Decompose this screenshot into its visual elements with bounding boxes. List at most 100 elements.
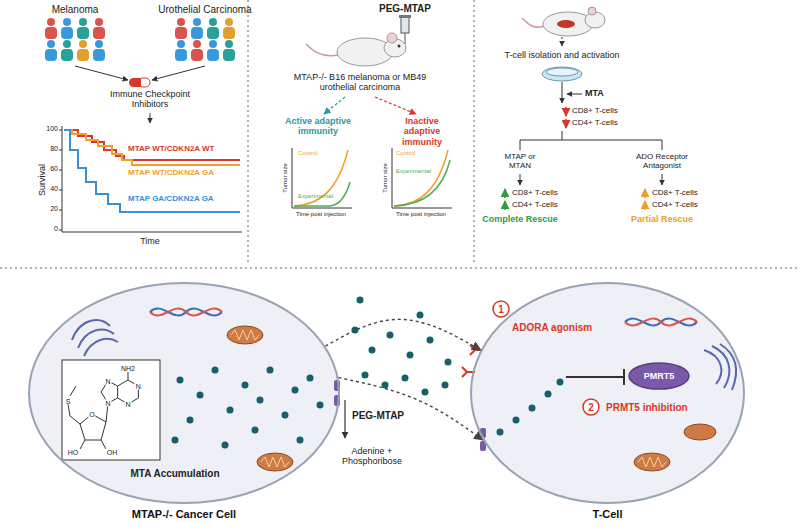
treatment-label: ADO Receptor Antagonist — [622, 152, 702, 170]
patient-icons — [61, 49, 73, 61]
mta-dot — [427, 337, 434, 344]
cell-count-label: CD8+ T-cells — [652, 188, 698, 197]
series-label: MTAP WT/CDKN2A WT — [128, 144, 215, 153]
mta-dot — [357, 297, 364, 304]
diffusion-arrow — [325, 319, 480, 350]
patient-icons — [209, 18, 217, 26]
mta-dot — [387, 332, 394, 339]
mechanism-label: PRMT5 inhibition — [606, 402, 688, 414]
change-arrow — [644, 189, 646, 198]
axis-title: Time post injection — [296, 211, 346, 218]
endoplasmic-reticulum — [704, 350, 721, 384]
patient-icons — [175, 49, 187, 61]
mitochondrion — [231, 330, 259, 340]
atom-label: N — [135, 383, 142, 390]
cell-body — [470, 282, 745, 504]
petri-dish — [542, 67, 582, 81]
mta-dot — [407, 352, 414, 359]
process-arrow — [562, 82, 563, 103]
mta-dot — [402, 375, 409, 382]
cell-count-label: CD4+ T-cells — [652, 200, 698, 209]
tick-label: 80 — [50, 145, 58, 153]
product-label: Adenine + Phosphoribose — [327, 446, 417, 467]
patient-icons — [177, 18, 185, 26]
cell-body — [28, 282, 745, 504]
dna-helix — [625, 319, 697, 326]
patient-icons — [223, 49, 235, 61]
series-label: Experimental — [396, 168, 431, 175]
treatment-label: PEG-MTAP — [379, 3, 431, 15]
change-arrow — [565, 119, 567, 128]
callout-text: 2 — [588, 402, 594, 413]
mitochondrion — [634, 453, 670, 471]
mta-dot — [292, 387, 299, 394]
cell-body — [28, 282, 340, 504]
patient-icons — [45, 49, 57, 61]
patient-icons — [63, 40, 71, 48]
converging-arrow — [152, 66, 205, 80]
treatment-label: Immune Checkpoint Inhibitors — [100, 89, 200, 110]
petri-dish — [542, 67, 582, 81]
tumor-chart — [394, 150, 448, 206]
cancer-cell-shape — [29, 283, 339, 503]
converging-arrow — [150, 113, 151, 123]
enzyme-node: PMRT5 — [628, 362, 690, 390]
syringe — [399, 15, 411, 44]
mta-dot — [417, 312, 424, 319]
mta-dot — [257, 397, 264, 404]
tumor-chart — [294, 150, 348, 206]
treatment-label: MTAP or MTAN — [495, 152, 545, 170]
cancer-cell: MTAP-/- Cancer Cell — [28, 282, 340, 504]
tick-label: 20 — [50, 205, 58, 213]
donor-mouse — [557, 20, 575, 28]
callout-text: 1 — [498, 304, 504, 315]
mitochondrion — [227, 326, 263, 344]
dna-helix — [150, 309, 222, 316]
atom-label: NH2 — [120, 365, 136, 372]
converging-arrow — [75, 66, 128, 80]
mta-dot — [545, 391, 552, 398]
model-label: MTAP-/- B16 melanoma or MB49 urothelial … — [285, 72, 435, 93]
condition-label: Active adaptive immunity — [282, 116, 354, 137]
patient-icons — [95, 40, 103, 48]
panel-divider — [474, 0, 475, 262]
cleavage-arrow — [344, 400, 345, 438]
patient-icons — [209, 40, 217, 48]
step-label: T-cell isolation and activation — [504, 50, 619, 60]
survival-chart — [64, 130, 240, 165]
drug-pill — [129, 78, 150, 87]
split-arrow — [324, 97, 416, 114]
patient-icons — [47, 18, 55, 26]
mta-molecule — [62, 360, 160, 460]
survival-chart — [62, 126, 242, 232]
mta-dot — [529, 405, 536, 412]
panel-divider — [0, 0, 800, 268]
endoplasmic-reticulum — [72, 320, 736, 390]
mta-dot — [307, 375, 314, 382]
series-label: Control — [298, 150, 317, 157]
axis-title: Survival — [37, 164, 47, 196]
mouse — [306, 33, 406, 66]
patient-icons — [175, 27, 187, 39]
series-label: Control — [396, 150, 415, 157]
enzyme-label: PEG-MTAP — [352, 410, 404, 422]
patient-icons — [193, 40, 201, 48]
split-arrow — [324, 97, 345, 114]
mechanism-label: ADORA agonism — [512, 322, 592, 334]
t-cell-shape — [471, 283, 744, 503]
donor-mouse — [522, 18, 544, 27]
inhibition-line — [566, 369, 624, 385]
panel-divider — [248, 0, 249, 262]
atom-label: N — [104, 378, 111, 385]
axis-title: Tumor size — [282, 163, 289, 192]
callout-number-shape — [583, 399, 599, 415]
process-arrow — [662, 174, 663, 185]
patient-icons — [47, 40, 55, 48]
inhibition-line — [566, 369, 624, 385]
mta-dot — [369, 347, 376, 354]
treatment-label: MTA — [585, 88, 604, 98]
mta-dot — [212, 367, 219, 374]
endoplasmic-reticulum — [84, 339, 118, 356]
transporter — [334, 380, 486, 451]
series-label: MTAP WT/CDKN2A GA — [128, 168, 214, 177]
